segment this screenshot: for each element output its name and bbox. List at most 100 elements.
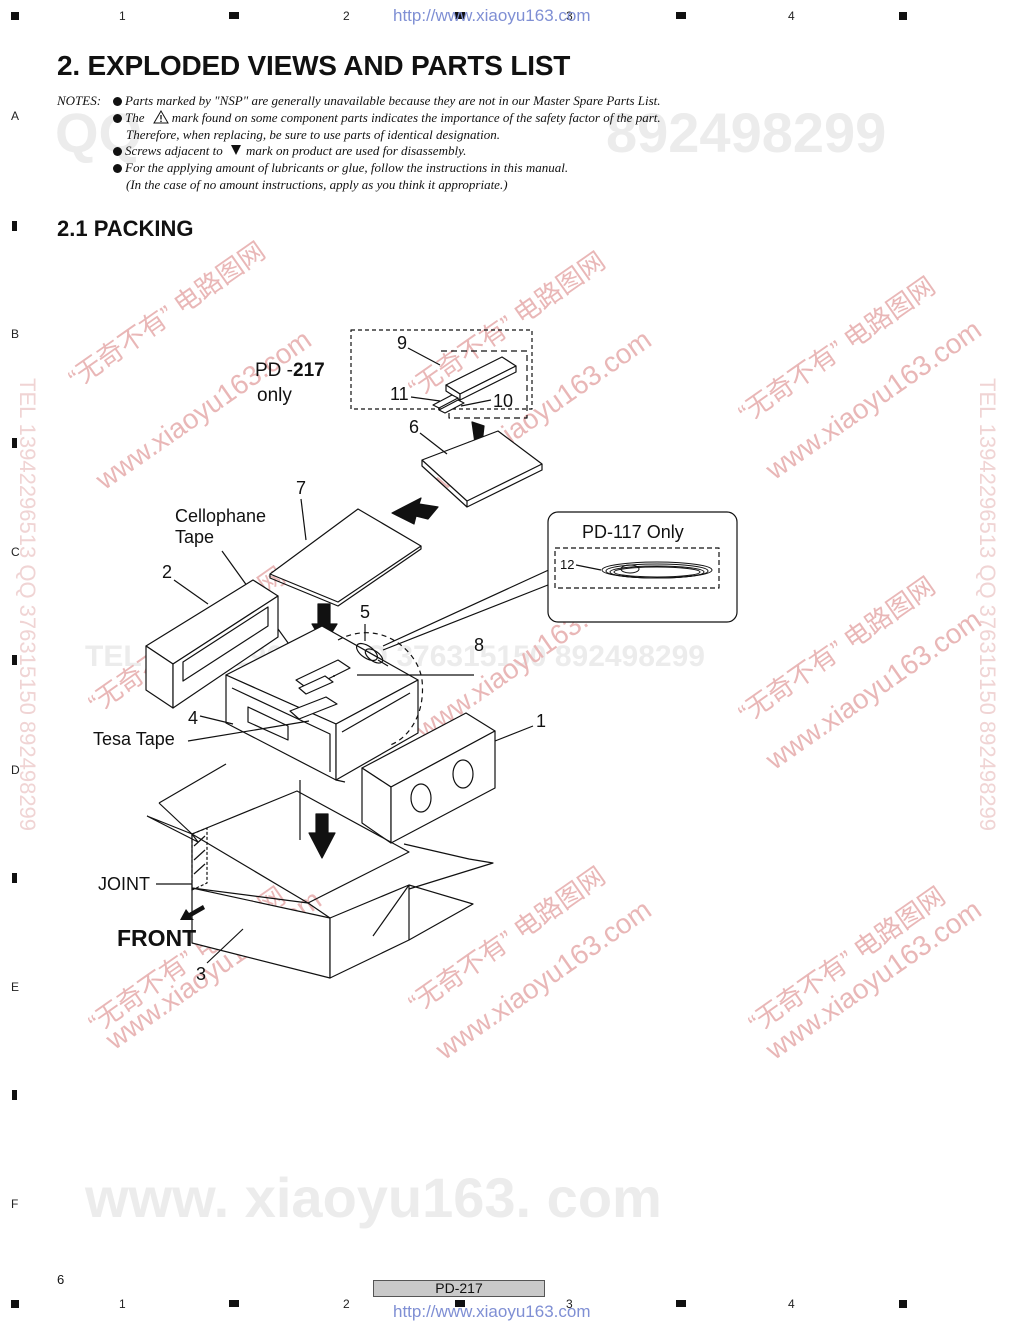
pd217-only-label: only (257, 385, 292, 406)
grid-marker (12, 655, 17, 665)
pd217-label: PD -217 (255, 360, 325, 382)
section-heading: 2.1 PACKING (57, 216, 194, 241)
tesa-tape-label: Tesa Tape (93, 729, 175, 749)
page-title: 2. EXPLODED VIEWS AND PARTS LIST (57, 50, 571, 81)
grid-marker (12, 1090, 17, 1100)
leader-line (187, 720, 310, 742)
note-item: Screws adjacent to mark on product are u… (113, 143, 466, 160)
instruction-manual-drawing (421, 430, 543, 508)
grid-column-label: 2 (343, 9, 350, 23)
note-item-continued: Therefore, when replacing, be sure to us… (126, 127, 500, 142)
grid-column-label: 3 (566, 9, 573, 23)
leader-line (460, 399, 492, 407)
grid-marker (11, 1300, 19, 1308)
bullet-icon (113, 164, 122, 173)
note-item: For the applying amount of lubricants or… (113, 160, 568, 177)
note-item-continued: (In the case of no amount instructions, … (126, 177, 508, 192)
watermark-qq-number: 892498299 (606, 101, 887, 164)
callout-line (382, 567, 554, 647)
sheet-drawing (269, 508, 422, 607)
grid-column-label: 1 (119, 9, 126, 23)
part-number-label: 1 (536, 711, 547, 731)
front-label: FRONT (117, 925, 197, 951)
note-text: Parts marked by "NSP" are generally unav… (125, 93, 661, 108)
accessory-inner-outline (441, 350, 528, 419)
grid-row-label: D (11, 763, 20, 777)
grid-marker (455, 1300, 465, 1307)
grid-marker (229, 1300, 239, 1307)
leader-line (410, 396, 441, 402)
remote-control-drawing (445, 356, 517, 401)
note-item: The mark found on some component parts i… (113, 110, 661, 127)
callout-line (382, 582, 554, 651)
footer-url-link[interactable]: http://www.xiaoyu163.com (393, 1302, 591, 1321)
grid-marker (12, 873, 17, 883)
grid-column-label: 1 (119, 1297, 126, 1311)
footer-model-badge: PD-217 (373, 1280, 545, 1297)
grid-marker (676, 12, 686, 19)
battery-drawing (432, 394, 465, 414)
page-number: 6 (57, 1272, 65, 1287)
down-arrow-icon (308, 813, 336, 859)
part-number-label: 8 (474, 635, 485, 655)
grid-column-label: 4 (788, 9, 795, 23)
grid-column-label: 3 (566, 1297, 573, 1311)
note-text: Screws adjacent to (125, 143, 223, 158)
grid-row-label: A (11, 109, 20, 123)
header-url-link[interactable]: http://www.xiaoyu163.com (393, 6, 591, 25)
front-arrow-icon (180, 905, 205, 920)
pd217-model: 217 (293, 360, 325, 381)
joint-label: JOINT (98, 874, 150, 894)
grid-marker (12, 438, 17, 448)
part-number-label: 9 (397, 333, 408, 353)
leader-line (199, 715, 234, 725)
warning-triangle-icon (152, 110, 169, 124)
grid-row-label: B (11, 327, 20, 341)
grid-marker (899, 12, 907, 20)
bullet-icon (113, 114, 122, 123)
grid-marker (899, 1300, 907, 1308)
grid-marker (455, 12, 465, 19)
part-number-label: 11 (390, 384, 409, 404)
note-item: Parts marked by "NSP" are generally unav… (113, 93, 661, 110)
grid-column-label: 4 (788, 1297, 795, 1311)
cord-callout-oval (337, 632, 424, 746)
bullet-icon (113, 147, 122, 156)
pd217-prefix: PD - (255, 360, 293, 381)
grid-marker (11, 12, 19, 20)
power-cord-drawing (355, 642, 389, 667)
leader-line (300, 498, 307, 541)
watermark-qq: QQ (55, 101, 143, 164)
tape-label: Tape (175, 527, 215, 547)
leader-line (419, 432, 448, 455)
grid-row-label: E (11, 980, 20, 994)
grid-marker (229, 12, 239, 19)
cellophane-label: Cellophane (175, 506, 267, 526)
main-unit-drawing (225, 625, 419, 781)
part-number-label: 3 (196, 964, 207, 984)
leader-line (206, 928, 244, 964)
note-text: For the applying amount of lubricants or… (125, 160, 569, 175)
side-pad-left-drawing (145, 579, 279, 709)
part-number-label: 12 (560, 557, 575, 572)
leader-line (494, 725, 534, 742)
watermark-big-url: www. xiaoyu163. com (85, 1166, 662, 1229)
grid-row-label: F (11, 1197, 19, 1211)
grid-row-label: C (11, 545, 20, 559)
part-number-label: 6 (409, 417, 420, 437)
pd117-dashed-area (554, 547, 720, 589)
grid-marker (676, 1300, 686, 1307)
leader-line (173, 579, 209, 605)
part-number-label: 5 (360, 602, 371, 622)
side-pad-right-drawing (361, 712, 496, 844)
pd117-label: PD-117 Only (582, 522, 684, 542)
part-number-label: 10 (493, 391, 514, 411)
leader-line (575, 564, 602, 571)
notes-label: NOTES: (57, 93, 102, 108)
down-triangle-icon (230, 145, 241, 155)
part-number-label: 7 (296, 478, 307, 498)
left-arrow-icon (391, 497, 439, 525)
part-number-label: 4 (188, 708, 199, 728)
bullet-icon (113, 97, 122, 106)
